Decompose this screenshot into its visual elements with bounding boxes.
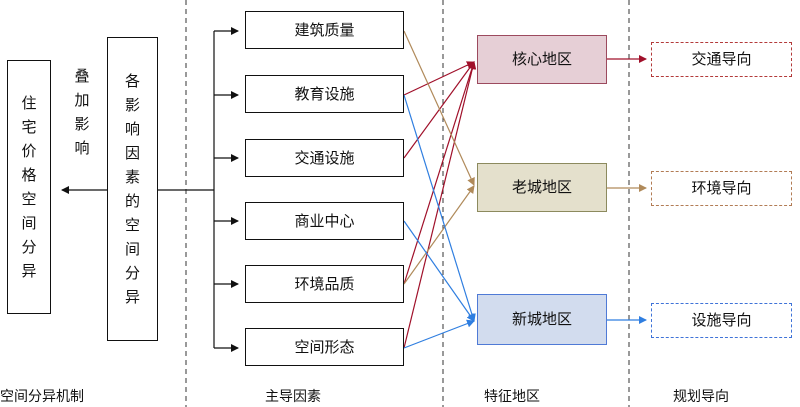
guide-facility-oriented: 设施导向 — [651, 303, 792, 338]
column-label-mechanism: 空间分异机制 — [0, 389, 84, 405]
link-env-old — [403, 185, 475, 285]
factor-label: 教育设施 — [294, 84, 355, 103]
link-commerce-new — [403, 220, 475, 322]
factor-differentiation-label: 各影响因素的空间分异 — [124, 72, 140, 306]
link-teaching-core — [403, 61, 475, 96]
region-core-area: 核心地区 — [477, 35, 607, 84]
region-label: 新城地区 — [511, 310, 572, 328]
factor-spatial-form: 空间形态 — [245, 328, 404, 366]
guide-transport-oriented: 交通导向 — [651, 42, 792, 77]
column-label-regions: 特征地区 — [484, 389, 540, 405]
factor-transport-facilities: 交通设施 — [245, 139, 404, 177]
factor-label: 空间形态 — [294, 337, 355, 356]
guide-environment-oriented: 环境导向 — [651, 171, 792, 206]
region-label: 核心地区 — [511, 50, 572, 68]
overlay-influence-label: 叠加影响 — [74, 67, 90, 157]
factor-differentiation-box: 各影响因素的空间分异 — [107, 37, 158, 341]
factor-commercial-center: 商业中心 — [245, 202, 404, 240]
housing-price-differentiation-label: 住宅价格空间分异 — [21, 94, 37, 280]
link-form-new — [403, 319, 475, 349]
region-old-town: 老城地区 — [477, 163, 607, 212]
factor-label: 交通设施 — [294, 148, 355, 167]
link-env-core — [403, 61, 476, 285]
housing-price-differentiation-box: 住宅价格空间分异 — [7, 60, 51, 314]
link-form-core — [403, 61, 477, 349]
factor-label: 商业中心 — [294, 211, 355, 230]
link-building-old — [403, 30, 475, 186]
factor-label: 环境品质 — [294, 274, 355, 293]
guide-label: 环境导向 — [691, 179, 752, 197]
factor-label: 建筑质量 — [294, 20, 355, 39]
link-teaching-new — [403, 94, 476, 322]
factor-building-quality: 建筑质量 — [245, 11, 404, 49]
region-label: 老城地区 — [511, 178, 572, 196]
link-traffic-core — [403, 61, 475, 159]
factor-education-facilities: 教育设施 — [245, 75, 404, 113]
guide-label: 交通导向 — [691, 50, 752, 68]
guide-label: 设施导向 — [691, 311, 752, 329]
column-label-guidance: 规划导向 — [673, 389, 729, 405]
factor-environment-quality: 环境品质 — [245, 265, 404, 303]
column-label-factors: 主导因素 — [265, 389, 321, 405]
region-new-town: 新城地区 — [477, 294, 607, 345]
